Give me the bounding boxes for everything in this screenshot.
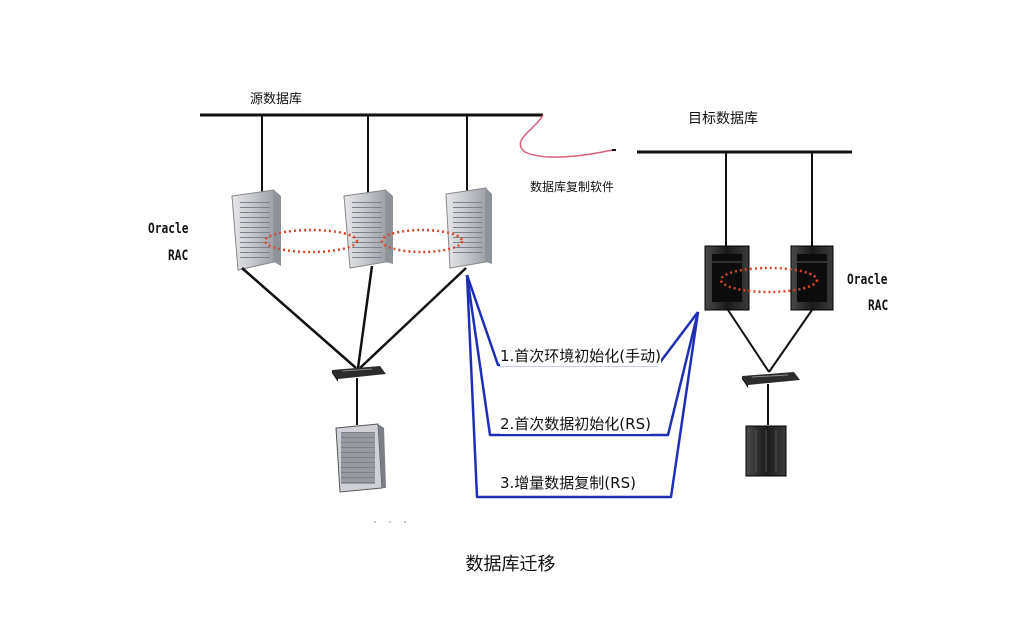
step-3-label: 3.增量数据复制(RS) xyxy=(500,472,636,493)
replication-cable xyxy=(519,114,613,158)
source-cluster-label-line2: RAC xyxy=(168,248,189,264)
replication-software-label: 数据库复制软件 xyxy=(530,180,615,194)
faint-dot xyxy=(374,521,376,523)
target-uplink-1 xyxy=(727,309,770,373)
target-switch xyxy=(742,372,800,388)
source-uplink-1 xyxy=(241,267,357,369)
target-storage xyxy=(745,425,787,477)
source-server-2 xyxy=(343,189,393,269)
step-1-label: 1.首次环境初始化(手动) xyxy=(500,345,662,366)
source-server-1 xyxy=(231,189,281,271)
source-server-3 xyxy=(445,187,492,269)
step-2-label: 2.首次数据初始化(RS) xyxy=(500,413,651,434)
source-storage xyxy=(335,423,386,493)
source-rac-interconnect-1 xyxy=(263,228,359,254)
source-cluster-label-line1: Oracle xyxy=(148,221,189,237)
faint-dot xyxy=(404,521,406,523)
source-uplink-3 xyxy=(359,267,467,369)
figure-caption: 数据库迁移 xyxy=(465,554,556,575)
source-switch xyxy=(332,366,386,382)
target-rac-interconnect xyxy=(719,266,819,294)
replication-path-2 xyxy=(465,274,700,437)
target-server-1 xyxy=(704,245,750,311)
replication-paths xyxy=(465,274,700,499)
source-db-label: 源数据库 xyxy=(250,92,303,107)
target-server-2 xyxy=(790,245,834,311)
target-uplink-2 xyxy=(768,309,813,373)
source-rac-interconnect-2 xyxy=(380,228,464,254)
faint-dot xyxy=(389,521,391,523)
replication-path-3 xyxy=(465,274,700,499)
target-cluster-label-line2: RAC xyxy=(868,298,889,314)
source-uplink-2 xyxy=(356,265,374,369)
target-cluster-label-line1: Oracle xyxy=(847,272,888,288)
target-db-label: 目标数据库 xyxy=(688,111,758,127)
